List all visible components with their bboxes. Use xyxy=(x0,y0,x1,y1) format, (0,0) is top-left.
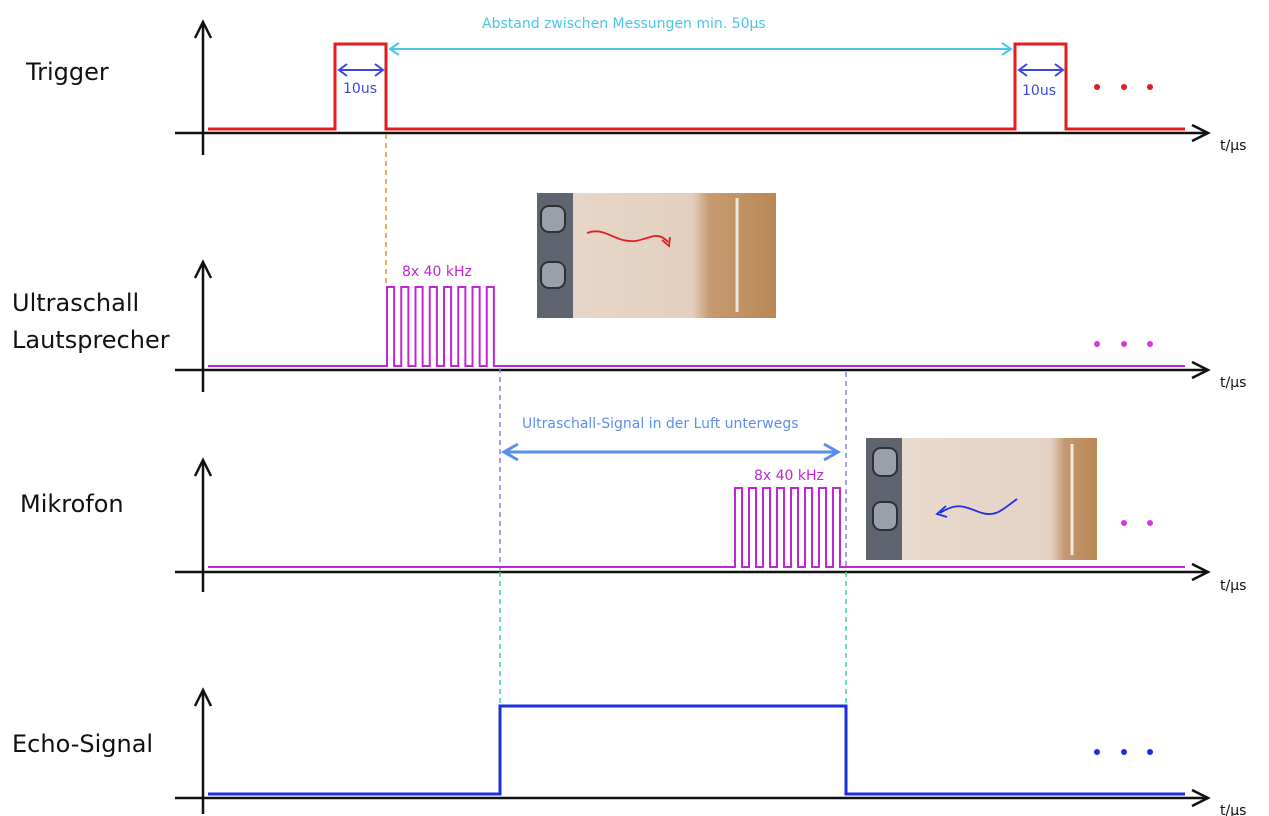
measurement-gap-arrow xyxy=(388,42,1013,56)
echo-continuation-dots xyxy=(1094,749,1153,755)
echo-waveform xyxy=(208,704,1185,796)
mic-continuation-dots xyxy=(1121,520,1153,526)
trigger-waveform xyxy=(208,42,1185,131)
burst-tx-label: 8x 40 kHz xyxy=(402,264,472,280)
axis-trigger xyxy=(175,19,1211,155)
row-label-speaker-line2: Lautsprecher xyxy=(12,326,170,354)
burst-rx-label: 8x 40 kHz xyxy=(754,468,824,484)
ultrasonic-sensor-receiving-photo xyxy=(866,438,1097,560)
in-air-arrow xyxy=(500,442,842,462)
pulse-width-label-1: 10us xyxy=(343,81,377,97)
row-label-echo: Echo-Signal xyxy=(12,730,153,758)
row-label-mic: Mikrofon xyxy=(20,490,124,518)
axis-echo xyxy=(175,687,1211,814)
pulse-width-arrow-1 xyxy=(337,63,385,77)
burst-tx-waveform xyxy=(386,286,501,367)
pulse-width-label-2: 10us xyxy=(1022,83,1056,99)
in-air-label: Ultraschall-Signal in der Luft unterwegs xyxy=(522,416,799,432)
axis-mic xyxy=(175,457,1211,592)
axis-speaker xyxy=(175,259,1211,392)
row-label-speaker-line1: Ultraschall xyxy=(12,289,139,317)
row-label-trigger: Trigger xyxy=(25,58,109,86)
axis-unit-trigger: t/µs xyxy=(1220,138,1246,154)
ultrasonic-sensor-sending-photo xyxy=(537,193,776,318)
trigger-continuation-dots xyxy=(1094,84,1153,90)
speaker-continuation-dots xyxy=(1094,341,1153,347)
axis-unit-echo: t/µs xyxy=(1220,803,1246,816)
measurement-gap-label: Abstand zwischen Messungen min. 50µs xyxy=(482,16,766,32)
pulse-width-arrow-2 xyxy=(1017,63,1065,77)
burst-rx-waveform xyxy=(734,487,847,568)
axis-unit-speaker: t/µs xyxy=(1220,375,1246,391)
axis-unit-mic: t/µs xyxy=(1220,578,1246,594)
